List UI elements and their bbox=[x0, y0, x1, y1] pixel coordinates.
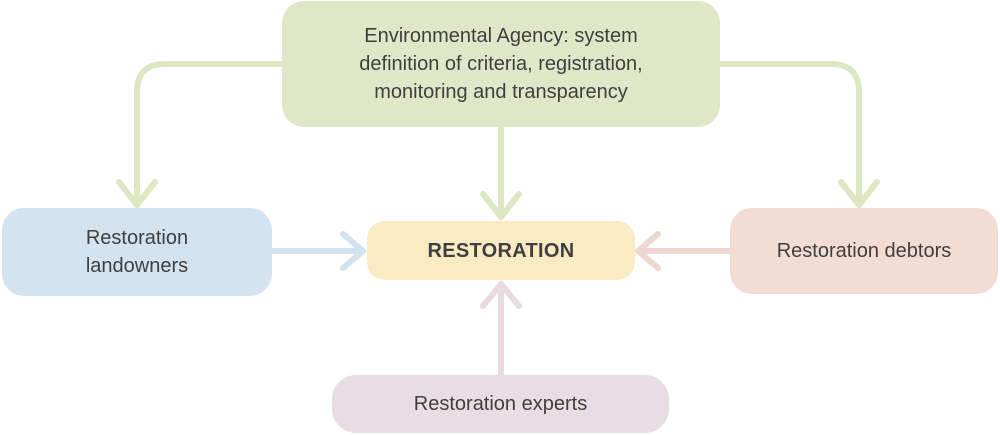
restoration-experts-box: Restoration experts bbox=[332, 375, 669, 433]
environmental-agency-line-2: definition of criteria, registration, bbox=[359, 53, 643, 75]
restoration-landowners-line-1: Restoration bbox=[85, 227, 189, 249]
agency-to-debtors-arrowhead bbox=[838, 179, 880, 208]
restoration-label: RESTORATION bbox=[427, 239, 575, 262]
agency-to-landowners-arrowhead bbox=[116, 179, 158, 208]
agency-to-landowners-connector bbox=[134, 61, 285, 208]
environmental-agency-line-1: Environmental Agency: system bbox=[364, 25, 638, 47]
restoration-box: RESTORATION bbox=[367, 221, 635, 280]
restoration-landowners-text: Restoration landowners bbox=[86, 224, 188, 280]
restoration-debtors-label: Restoration debtors bbox=[776, 240, 952, 262]
agency-to-debtors-connector bbox=[717, 61, 862, 208]
landowners-to-restoration-arrowhead bbox=[340, 231, 366, 271]
environmental-agency-text: Environmental Agency: system definition … bbox=[359, 22, 642, 106]
restoration-debtors-box: Restoration debtors bbox=[730, 208, 998, 294]
restoration-landowners-line-2: landowners bbox=[85, 255, 189, 277]
debtors-to-restoration-arrowhead bbox=[635, 231, 661, 271]
restoration-experts-label: Restoration experts bbox=[413, 393, 588, 415]
agency-to-restoration-arrowhead bbox=[480, 191, 522, 220]
environmental-agency-line-3: monitoring and transparency bbox=[374, 81, 628, 103]
restoration-landowners-box: Restoration landowners bbox=[2, 208, 272, 296]
experts-to-restoration-arrowhead bbox=[480, 281, 522, 309]
environmental-agency-box: Environmental Agency: system definition … bbox=[282, 1, 720, 127]
